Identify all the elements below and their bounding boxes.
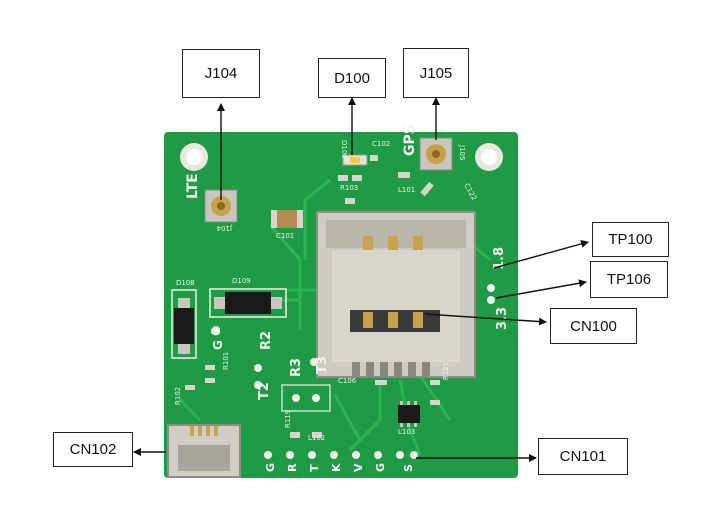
callout-cn100: CN100 <box>550 308 637 344</box>
sim-holder-cn100 <box>316 211 476 378</box>
silk-l102: L102 <box>308 434 325 442</box>
silk-r101: R101 <box>222 352 230 370</box>
silk-r102: R102 <box>174 387 182 405</box>
micro-usb-cn102 <box>167 424 241 478</box>
test-points <box>212 284 495 412</box>
j104-connector <box>204 189 238 223</box>
silk-r3: R3 <box>289 358 304 377</box>
diode-d109 <box>209 288 287 318</box>
pin-label-v: V <box>352 463 365 472</box>
callout-tp106: TP106 <box>590 261 668 298</box>
j105-connector <box>419 137 453 171</box>
silk-c101: C101 <box>276 232 294 240</box>
callout-cn102: CN102 <box>53 432 133 467</box>
silk-r121: R121 <box>442 362 450 380</box>
silk-r103: R103 <box>340 184 358 192</box>
silk-6: 6 <box>209 328 223 336</box>
pin-label-k: K <box>330 463 343 472</box>
silk-1v8: 1.8 <box>492 247 507 270</box>
silk-g: G <box>211 340 225 350</box>
callout-j104: J104 <box>182 49 260 98</box>
silk-d109: D109 <box>232 277 251 285</box>
silk-c106: C106 <box>338 377 357 385</box>
callout-j105: J105 <box>403 48 469 98</box>
silk-j104: J104 <box>216 224 233 232</box>
silk-r119: R119 <box>284 410 292 428</box>
callout-d100: D100 <box>318 58 386 98</box>
pin-label-t: T <box>308 464 321 472</box>
leader-lines <box>133 97 589 462</box>
diode-d108 <box>171 289 197 359</box>
silk-r2: R2 <box>259 331 274 350</box>
led-d100-lens <box>350 157 360 163</box>
silk-lte: LTE <box>185 173 201 199</box>
capacitor-c101 <box>271 210 303 228</box>
ic-pins <box>400 401 417 427</box>
pin-label-g: G <box>264 463 277 472</box>
ic-chip <box>398 405 420 423</box>
silk-c102: C102 <box>372 140 390 148</box>
silk-gps: GPS <box>402 124 418 156</box>
silk-j105: J105 <box>458 144 466 160</box>
leader-cn100 <box>424 313 547 326</box>
pin-label-g2: G <box>374 463 387 472</box>
header-pin-labels: G R T K V G S <box>264 463 415 472</box>
leader-tp100 <box>493 240 589 269</box>
silk-d108: D108 <box>176 279 195 287</box>
callout-cn101: CN101 <box>538 438 628 475</box>
smd-components <box>185 155 440 438</box>
silk-l103: L103 <box>398 428 415 436</box>
silk-t3: T3 <box>315 356 330 374</box>
leader-tp106 <box>495 279 587 299</box>
header-cn101 <box>264 451 418 459</box>
pin-label-r: R <box>286 463 299 472</box>
silk-t2: T2 <box>257 382 272 400</box>
silk-l101: L101 <box>398 186 415 194</box>
mounting-holes <box>180 143 503 171</box>
callout-tp100: TP100 <box>592 222 669 257</box>
pin-label-s: S <box>402 464 415 472</box>
silk-d100: D100 <box>340 140 348 159</box>
